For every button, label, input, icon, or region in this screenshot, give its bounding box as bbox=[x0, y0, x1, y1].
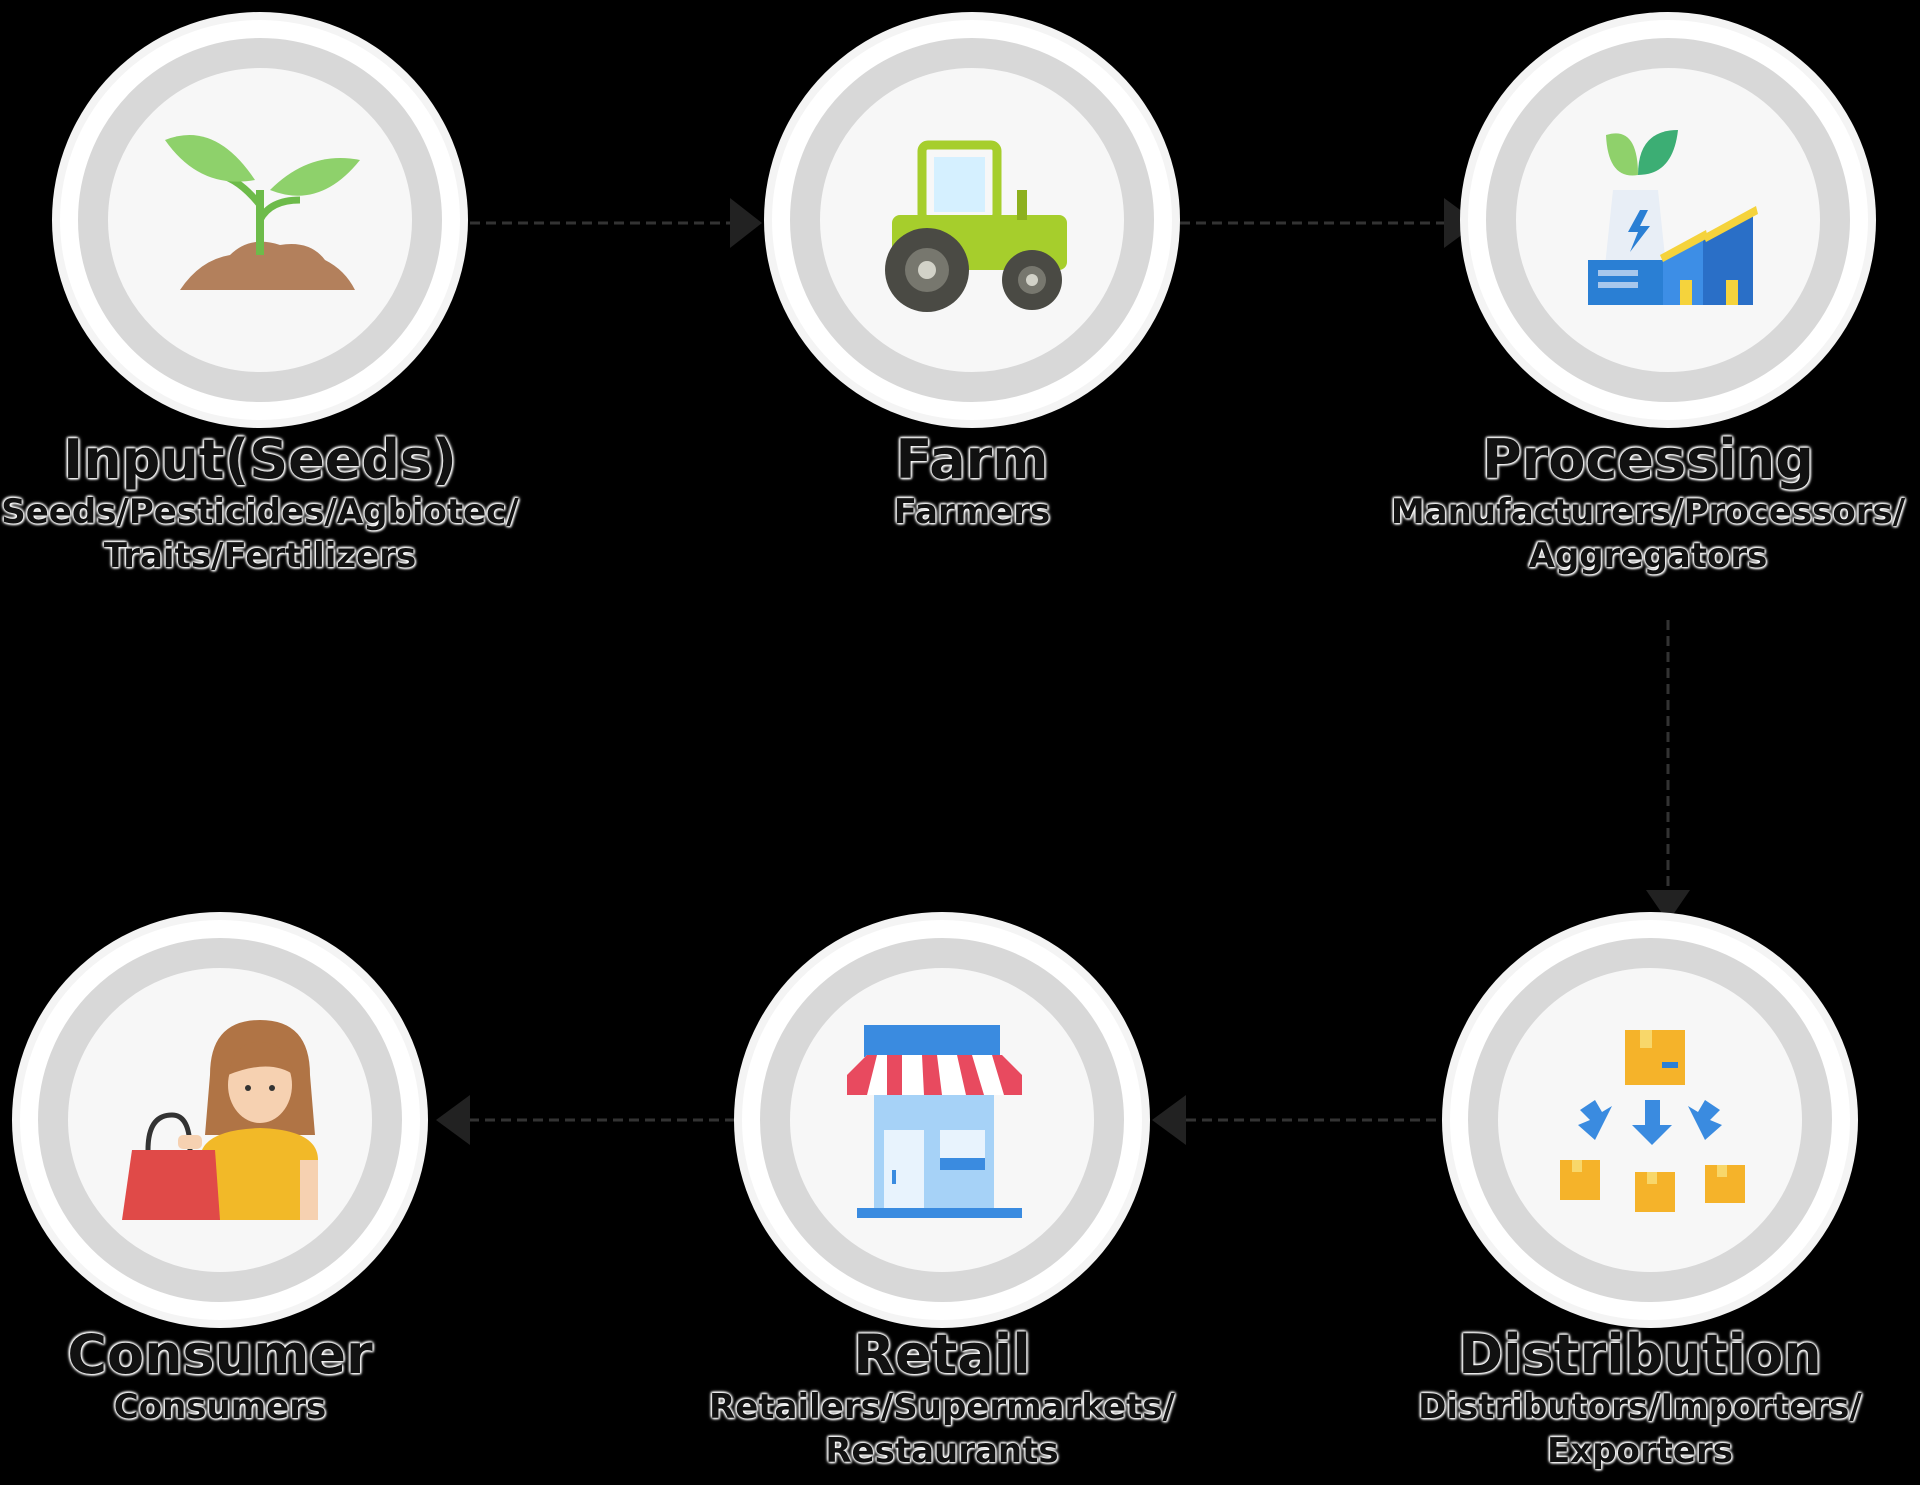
node-subtitle-line1: Distributors/Importers/ bbox=[1418, 1387, 1862, 1427]
node-title: Processing bbox=[1482, 428, 1814, 491]
node-input bbox=[60, 20, 460, 420]
node-title: Consumer bbox=[67, 1323, 373, 1386]
node-title: Retail bbox=[853, 1323, 1031, 1386]
boxes-distribution-icon bbox=[1560, 1030, 1745, 1212]
arrow-retail-to-consumer bbox=[436, 1095, 735, 1145]
shopper-icon bbox=[122, 1020, 318, 1220]
node-subtitle-line2: Aggregators bbox=[1528, 536, 1768, 576]
arrow-farm-to-processing bbox=[1180, 198, 1478, 248]
node-subtitle-line2: Restaurants bbox=[825, 1431, 1059, 1471]
node-subtitle-line1: Consumers bbox=[113, 1387, 327, 1427]
node-subtitle-line1: Seeds/Pesticides/Agbiotec/ bbox=[1, 492, 519, 532]
node-consumer bbox=[20, 920, 420, 1320]
node-subtitle-line1: Farmers bbox=[893, 492, 1051, 532]
node-subtitle-line1: Manufacturers/Processors/ bbox=[1390, 492, 1906, 532]
arrow-distribution-to-retail bbox=[1152, 1095, 1452, 1145]
label-farm: Farm Farmers bbox=[712, 430, 1232, 534]
label-distribution: Distribution Distributors/Importers/ Exp… bbox=[1370, 1325, 1910, 1473]
node-title: Distribution bbox=[1458, 1323, 1822, 1386]
storefront-icon bbox=[847, 1025, 1022, 1218]
node-subtitle-line1: Retailers/Supermarkets/ bbox=[709, 1387, 1175, 1427]
node-title: Farm bbox=[895, 428, 1049, 491]
label-retail: Retail Retailers/Supermarkets/ Restauran… bbox=[682, 1325, 1202, 1473]
arrow-input-to-farm bbox=[470, 198, 762, 248]
node-processing bbox=[1468, 20, 1868, 420]
tractor-icon bbox=[885, 140, 1067, 312]
node-subtitle-line2: Traits/Fertilizers bbox=[103, 536, 417, 576]
arrow-processing-to-distribution bbox=[1646, 620, 1690, 922]
sprout-icon bbox=[165, 135, 360, 290]
node-distribution bbox=[1450, 920, 1850, 1320]
node-farm bbox=[772, 20, 1172, 420]
node-retail bbox=[742, 920, 1142, 1320]
label-processing: Processing Manufacturers/Processors/ Agg… bbox=[1388, 430, 1908, 578]
label-consumer: Consumer Consumers bbox=[0, 1325, 480, 1429]
node-subtitle-line2: Exporters bbox=[1547, 1431, 1733, 1471]
factory-icon bbox=[1588, 130, 1758, 305]
label-input: Input(Seeds) Seeds/Pesticides/Agbiotec/ … bbox=[0, 430, 520, 578]
node-title: Input(Seeds) bbox=[63, 428, 457, 491]
